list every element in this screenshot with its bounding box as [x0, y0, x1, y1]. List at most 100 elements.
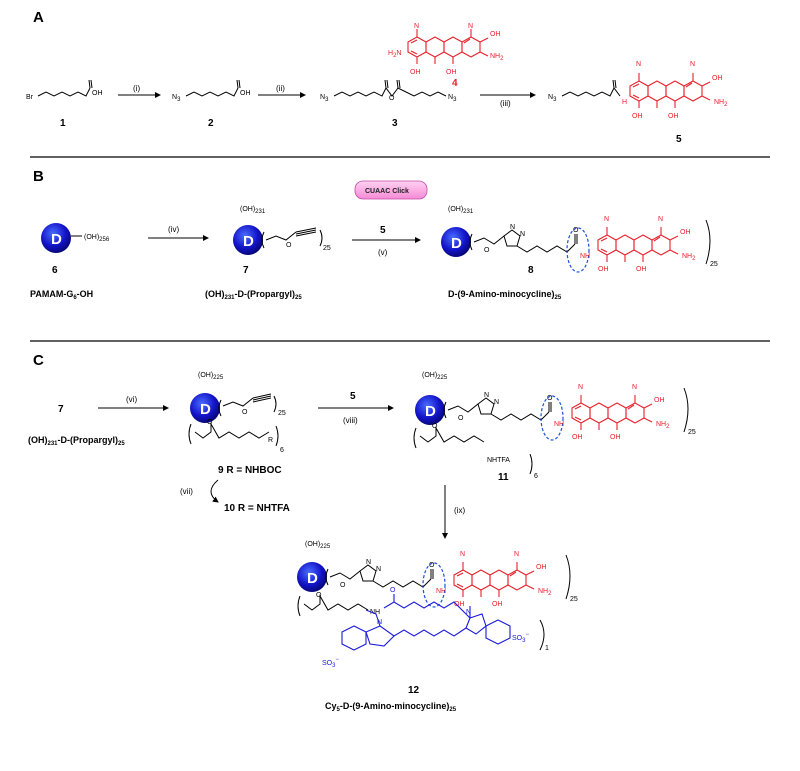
condition-iv: (iv) — [168, 225, 179, 234]
n3-label-2: N3 — [172, 94, 181, 103]
compound-3-structure — [333, 79, 447, 97]
oh-5c: OH — [668, 113, 679, 120]
n-label-8b: N — [520, 231, 525, 238]
nh2-11: NH2 — [656, 421, 670, 430]
condition-vii: (vii) — [180, 487, 193, 496]
oh-12b: OH — [454, 601, 465, 608]
o-label-8: O — [484, 247, 490, 254]
chains-9 — [188, 393, 279, 447]
n3-label-5: N3 — [548, 94, 557, 103]
compound-1-number: 1 — [60, 118, 66, 129]
o-label-9b: O — [207, 419, 213, 426]
n-label-8a: N — [510, 224, 515, 231]
compound-2-structure — [185, 79, 241, 97]
o-label-9a: O — [242, 409, 248, 416]
nme2-11a: N — [578, 384, 583, 391]
dendrimer-letter-8: D — [451, 235, 462, 252]
oh-8c: OH — [636, 266, 647, 273]
compound-8-number: 8 — [528, 265, 534, 276]
compound-5-number: 5 — [676, 134, 682, 145]
condition-iii: (iii) — [500, 99, 511, 108]
cuaac-click-label: CUAAC Click — [365, 188, 409, 195]
pamam-name: PAMAM-G6-OH — [30, 289, 93, 301]
dendrimer-11: D — [415, 395, 445, 425]
nh2-5: NH2 — [714, 99, 728, 108]
o-label-12c: O — [316, 592, 322, 599]
oh-label-2: OH — [240, 90, 251, 97]
compound-5-structure — [561, 79, 621, 97]
oh225-label-9: (OH)225 — [198, 372, 224, 381]
sub25-9: 25 — [278, 410, 286, 417]
compound-3-number: 3 — [392, 118, 398, 129]
compound-7-start: 7 — [58, 404, 64, 415]
nme2-4a: N — [414, 23, 419, 30]
cuaac-click-badge: CUAAC Click — [354, 180, 428, 200]
dendrimer-letter-12: D — [307, 570, 318, 587]
oh-8b: OH — [598, 266, 609, 273]
nh-label-11: NH — [554, 421, 564, 428]
propargyl-chain-7 — [261, 227, 323, 249]
compound-4-number: 4 — [452, 78, 458, 89]
compound-9-label: 9 R = NHBOC — [218, 465, 282, 476]
condition-vi: (vi) — [126, 395, 137, 404]
nh2-12: NH2 — [538, 588, 552, 597]
product-8-name: D-(9-Amino-minocycline)25 — [448, 289, 562, 301]
oh-11a: OH — [654, 397, 665, 404]
o-label-8b: O — [573, 227, 579, 234]
dendrimer-7: D — [233, 225, 263, 255]
o-label-11a: O — [458, 415, 464, 422]
br-label: Br — [26, 94, 34, 101]
o-label-7: O — [286, 242, 292, 249]
compound-10-label: 10 R = NHTFA — [224, 503, 290, 514]
sub25-12: 25 — [570, 596, 578, 603]
nh2-8: NH2 — [682, 253, 696, 262]
n-label-cy5a: N — [466, 609, 471, 616]
dendrimer-letter-7: D — [243, 233, 254, 250]
oh231-label-7: (OH)231 — [240, 206, 266, 215]
oh-12c: OH — [492, 601, 503, 608]
nh-label-12: NH — [436, 588, 446, 595]
cy5-dye — [341, 594, 511, 651]
compound-12-mino — [453, 561, 535, 598]
o-label-12a: O — [340, 582, 346, 589]
o-label-3: O — [389, 95, 395, 102]
oh-4: OH — [490, 31, 501, 38]
panel-label-a: A — [33, 9, 44, 26]
dendrimer-letter-11: D — [425, 403, 436, 420]
nh-label-8: NH — [580, 253, 590, 260]
nh-label-12c: NH — [370, 609, 380, 616]
amide-highlight-12 — [422, 562, 446, 608]
oh225-label-12: (OH)225 — [305, 541, 331, 550]
compound-5-mino — [629, 72, 711, 109]
sub25-11: 25 — [688, 429, 696, 436]
compound-12-number: 12 — [408, 685, 420, 696]
sub1-12: 1 — [545, 645, 549, 652]
h2n-4: H2N — [388, 50, 401, 59]
condition-v: (v) — [378, 248, 388, 257]
amide-highlight-8 — [566, 227, 590, 273]
n3-label-3b: N3 — [448, 94, 457, 103]
oh-5b: OH — [632, 113, 643, 120]
compound-1-structure — [37, 79, 93, 97]
dendrimer-6: D — [41, 223, 71, 253]
dendrimer-9: D — [190, 393, 220, 423]
condition-i: (i) — [133, 84, 140, 93]
n-label-cy5b: N — [377, 619, 382, 626]
n-label-11b: N — [494, 399, 499, 406]
condition-viii: (viii) — [343, 416, 358, 425]
n-label-12b: N — [376, 566, 381, 573]
sub6-11: 6 — [534, 473, 538, 480]
sub25-7: 25 — [323, 245, 331, 252]
dendrimer-8: D — [441, 227, 471, 257]
reagent-5-c: 5 — [350, 391, 356, 402]
sub6-9: 6 — [280, 447, 284, 454]
compound-7-number: 7 — [243, 265, 249, 276]
panel-label-c: C — [33, 352, 44, 369]
so3-label-a: SO3− — [512, 632, 529, 644]
o-label-12b: O — [429, 562, 435, 569]
propargyl-name-c: (OH)231-D-(Propargyl)25 — [28, 435, 125, 447]
dendrimer-letter-9: D — [200, 401, 211, 418]
linker-11 — [413, 397, 552, 475]
nme2-11b: N — [632, 384, 637, 391]
